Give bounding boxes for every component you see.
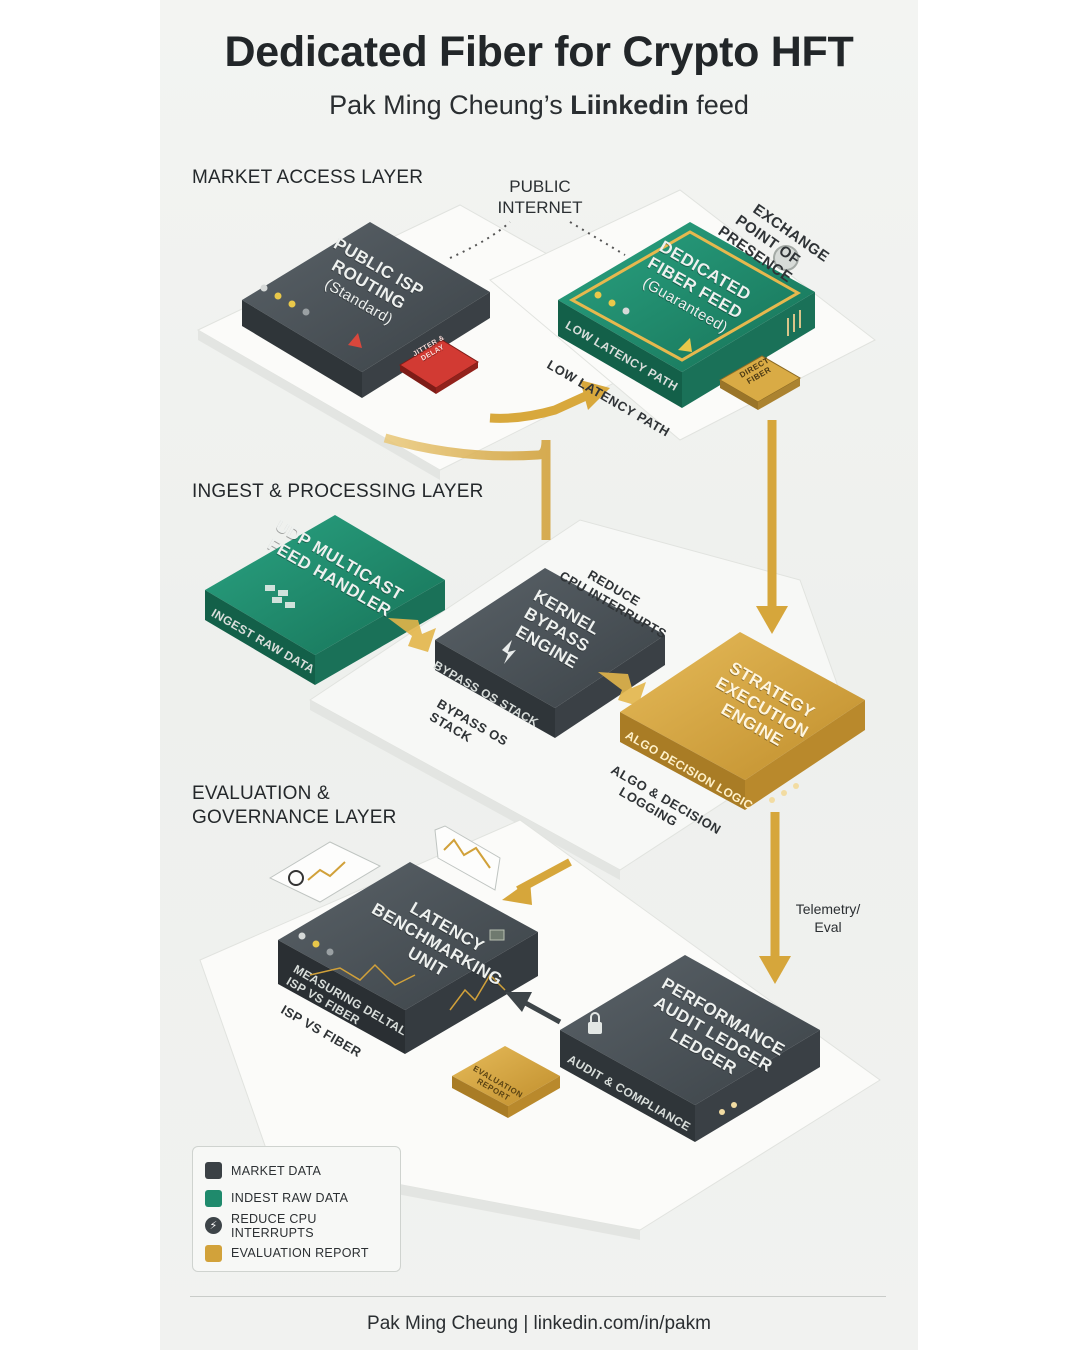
udp-feed-box <box>205 515 445 685</box>
direct-fiber-chip <box>718 355 802 410</box>
legend-item-raw-data: INDEST RAW DATA <box>205 1185 400 1213</box>
footer-credit: Pak Ming Cheung | linkedin.com/in/pakm <box>367 1313 711 1334</box>
lightning-icon: ⚡ <box>205 1217 222 1235</box>
globe-icon <box>773 245 799 271</box>
telemetry-line-2: Eval <box>814 919 842 935</box>
legend-item-cpu: ⚡ REDUCE CPU INTERRUPTS <box>205 1212 400 1240</box>
public-internet-label: PUBLIC INTERNET <box>478 176 602 218</box>
diagram-art <box>196 189 881 1240</box>
footer-divider <box>190 1296 886 1297</box>
telemetry-line-1: Telemetry/ <box>795 901 861 917</box>
layer-label-market: MARKET ACCESS LAYER <box>192 167 424 188</box>
strategy-engine-box <box>620 632 865 810</box>
dashboard-card-2 <box>434 825 501 891</box>
dashboard-card-1 <box>268 841 382 903</box>
layer-label-ingest: INGEST & PROCESSING LAYER <box>192 481 484 502</box>
subtitle-brand: Liinkedin <box>570 90 689 120</box>
jitter-chip <box>399 339 479 394</box>
legend-label: MARKET DATA <box>231 1163 322 1178</box>
legend-label: INDEST RAW DATA <box>231 1191 349 1206</box>
legend-swatch-teal <box>205 1189 222 1207</box>
legend: MARKET DATA INDEST RAW DATA ⚡ REDUCE CPU… <box>192 1146 401 1272</box>
infographic-canvas: Dedicated Fiber for Crypto HFT Pak Ming … <box>160 0 918 1350</box>
lock-icon <box>588 1022 602 1034</box>
legend-swatch-gold <box>205 1244 222 1262</box>
evaluation-report-chip <box>452 1046 560 1118</box>
layer-label-eval-2: GOVERNANCE LAYER <box>192 807 397 828</box>
latency-benchmark-box <box>278 862 538 1054</box>
audit-ledger-box <box>560 955 820 1142</box>
dedicated-fiber-box <box>558 222 815 408</box>
subtitle-prefix: Pak Ming Cheung’s <box>329 90 571 120</box>
legend-label: EVALUATION REPORT <box>231 1246 369 1261</box>
telemetry-label: Telemetry/ Eval <box>778 900 878 936</box>
subtitle-suffix: feed <box>688 90 749 120</box>
legend-label: REDUCE CPU INTERRUPTS <box>231 1211 317 1240</box>
legend-item-report: EVALUATION REPORT <box>205 1240 400 1268</box>
lightning-icon <box>502 640 516 664</box>
public-internet-line-2: INTERNET <box>497 198 583 217</box>
page-title: Dedicated Fiber for Crypto HFT <box>224 28 854 76</box>
page-subtitle: Pak Ming Cheung’s Liinkedin feed <box>160 90 918 121</box>
layer-label-eval-1: EVALUATION & <box>192 783 330 804</box>
legend-swatch-slate <box>205 1162 222 1180</box>
public-internet-line-1: PUBLIC <box>509 177 571 196</box>
legend-item-market-data: MARKET DATA <box>205 1157 400 1185</box>
public-isp-box <box>242 222 490 398</box>
